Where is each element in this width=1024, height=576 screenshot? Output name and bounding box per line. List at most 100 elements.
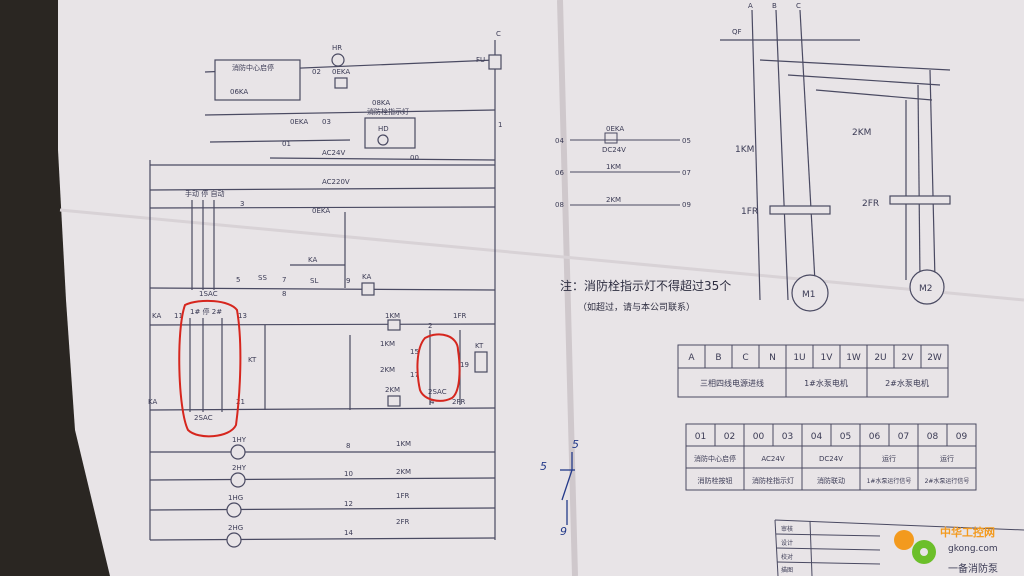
lamp-hd-icon: [377, 134, 389, 146]
coil-1km-icon: [387, 319, 401, 331]
table2-r1-c4: 运行: [882, 454, 896, 463]
table1-group-pump1: 1#水泵电机: [804, 378, 848, 388]
label-2hy: 2HY: [232, 464, 247, 472]
label-17: 17: [410, 371, 419, 379]
table1-header-cell: N: [769, 353, 776, 363]
motor-m2-icon: [909, 269, 945, 305]
label-hr: HR: [332, 44, 342, 52]
label-01: 01: [282, 140, 291, 148]
lamp-hr-icon: [331, 53, 345, 67]
table1-header-cell: 1W: [846, 353, 861, 363]
tb-review: 审核: [781, 525, 793, 533]
table1-header-cell: 2U: [874, 353, 886, 363]
label-00: 00: [410, 154, 419, 162]
table1-header-cell: 2W: [927, 353, 942, 363]
control-circuit: [149, 40, 496, 541]
label-ka-left: KA: [152, 312, 161, 320]
term-09: 09: [682, 201, 691, 209]
label-5: 5: [236, 276, 240, 284]
label-ka: 0EKA: [332, 68, 350, 76]
label-sw2-positions: 1# 停 2#: [190, 307, 222, 316]
lamp-1hy-icon: [230, 444, 246, 460]
label-hd: HD: [378, 125, 389, 133]
term-07: 07: [682, 169, 691, 177]
table1-header-cell: B: [715, 353, 721, 363]
label-11: 11: [174, 312, 183, 320]
table1-header-cell: C: [742, 353, 748, 363]
table2-header-cell: 03: [782, 432, 793, 442]
label-1fr-top: 1FR: [453, 312, 466, 320]
control-labels: A B C QF HR 消防中心启停 0EKA 06KA 02 0EKA 消防栓…: [148, 2, 801, 537]
term-ka: 0EKA: [606, 125, 624, 133]
hand-9: 9: [560, 525, 567, 538]
label-2: 2: [428, 322, 432, 330]
table2-r1-c5: 运行: [940, 454, 954, 463]
label-0eka-b: 0EKA: [312, 207, 330, 215]
term-1km: 1KM: [606, 163, 621, 171]
label-power-2km: 2KM: [852, 128, 871, 138]
lamp-2hy-icon: [230, 472, 246, 488]
coil-ka-icon: [334, 77, 348, 89]
label-hydrant-indicator: 消防栓指示灯: [367, 107, 409, 116]
watermark-url: gkong.com: [948, 544, 998, 554]
table1-header-cell: 2V: [902, 353, 915, 363]
terminal-block-labels: 04 06 08 0EKA DC24V 1KM 2KM 05 07 09: [555, 125, 691, 209]
label-ka-low: KA: [148, 398, 157, 406]
terminal-table-1: [677, 344, 949, 398]
title-block-labels: 审核 设计 校对 描图 一备消防泵: [781, 525, 998, 575]
table2-r1-c2: AC24V: [761, 455, 784, 463]
label-12: 12: [344, 500, 353, 508]
red-circle-2sac-left: [178, 299, 242, 438]
label-2hg: 2HG: [228, 524, 243, 532]
overload-2fr-icon: [889, 195, 951, 205]
coil-ka-main-icon: [361, 282, 375, 296]
table2-header-cell: 00: [753, 432, 765, 442]
label-08ka: 08KA: [372, 99, 390, 107]
term-08: 08: [555, 201, 564, 209]
label-ka-c: KA: [308, 256, 317, 264]
label-1hg: 1HG: [228, 494, 243, 502]
label-1-bus: 1: [498, 121, 502, 129]
label-2fr-right: 2FR: [452, 398, 465, 406]
fire-center-box: [214, 59, 301, 101]
label-1km-mid: 1KM: [380, 340, 395, 348]
label-8b: 8: [346, 442, 350, 450]
label-b: B: [772, 2, 777, 10]
table2-r2-c2: 消防栓指示灯: [752, 476, 794, 485]
label-14: 14: [344, 529, 353, 537]
lamp-1hg-icon: [226, 502, 242, 518]
label-1km-top: 1KM: [385, 312, 400, 320]
table2-header-cell: 05: [840, 432, 851, 442]
label-ac220v: AC220V: [322, 178, 350, 186]
label-switch-positions: 手动 停 自动: [185, 189, 224, 198]
terminal-table-2: [685, 423, 977, 491]
term-06: 06: [555, 169, 564, 177]
label-a: A: [748, 2, 753, 10]
relay-kt-icon: [474, 351, 488, 373]
table2-r2-c3: 消防联动: [817, 476, 845, 485]
coil-2km-icon: [387, 395, 401, 407]
table2-header-cell: 06: [869, 432, 881, 442]
power-labels: 1KM 2KM 1FR 2FR M1 M2: [735, 128, 933, 300]
table2-r2-c4: 1#水泵运行信号: [867, 477, 912, 485]
label-02: 02: [312, 68, 321, 76]
hand-5b: 5: [572, 438, 579, 451]
label-15: 15: [410, 348, 419, 356]
table1-group-power: 三相四线电源进线: [700, 378, 764, 388]
note-line-1: 注：消防栓指示灯不得超过35个: [560, 278, 731, 293]
label-1km-b: 1KM: [396, 440, 411, 448]
label-1sac: 1SAC: [199, 290, 218, 298]
handwriting-labels: 5 5 9: [540, 438, 579, 538]
table2-header-cell: 08: [927, 432, 939, 442]
paper-fold-shadow: [59, 208, 1024, 302]
table1-header-cell: 1U: [793, 353, 805, 363]
label-2km-mid: 2KM: [380, 366, 395, 374]
watermark-gear-orange-icon: [894, 530, 914, 550]
label-motor-m2: M2: [919, 284, 933, 294]
label-9: 9: [346, 277, 350, 285]
red-markers: [178, 299, 461, 438]
note-line-2: （如超过，请与本公司联系）: [578, 301, 695, 313]
term-05: 05: [682, 137, 691, 145]
red-circle-2sac-right: [416, 333, 461, 402]
